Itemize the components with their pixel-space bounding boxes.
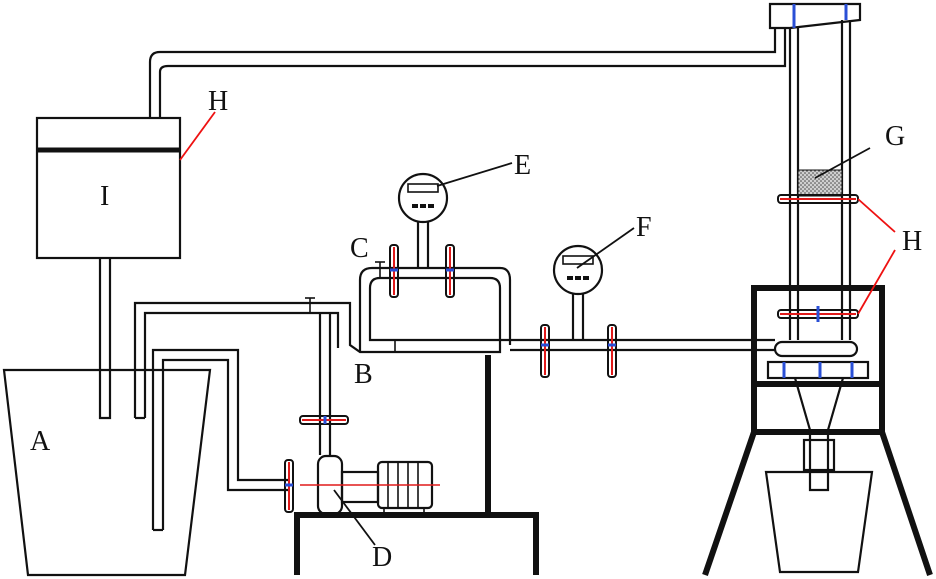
flange — [540, 324, 550, 378]
label-h-tank: H — [208, 86, 228, 117]
label-e: E — [514, 150, 531, 181]
pipe-flanges — [284, 244, 617, 513]
flange — [284, 459, 294, 513]
pump-discharge-riser — [318, 313, 332, 455]
tank-drain-pipe — [98, 258, 112, 420]
column-stand — [702, 285, 933, 576]
flange — [607, 324, 617, 378]
label-d: D — [372, 542, 392, 573]
manifold-bc — [305, 261, 775, 354]
label-c: C — [350, 233, 369, 264]
label-a: A — [30, 426, 51, 457]
label-f: F — [636, 212, 652, 243]
pressure-gauge-e — [397, 172, 449, 268]
label-h-column: H — [902, 226, 922, 257]
pressure-gauge-f — [552, 244, 604, 340]
pump-suction-pipe — [151, 348, 290, 532]
pump-stand — [294, 512, 539, 575]
bypass-return-pipe — [133, 301, 313, 420]
sand-sample-g — [797, 169, 843, 197]
collection-bucket — [764, 470, 874, 574]
label-leaders — [179, 111, 896, 546]
pump-d — [300, 454, 440, 516]
label-b: B — [354, 359, 373, 390]
reservoir-a — [2, 368, 212, 577]
overflow-pipe — [148, 28, 787, 118]
elevated-tank-i — [35, 116, 182, 260]
flange — [299, 415, 349, 425]
label-i: I — [100, 181, 109, 212]
flange — [389, 244, 399, 298]
label-g: G — [885, 121, 905, 152]
flange — [445, 244, 455, 298]
